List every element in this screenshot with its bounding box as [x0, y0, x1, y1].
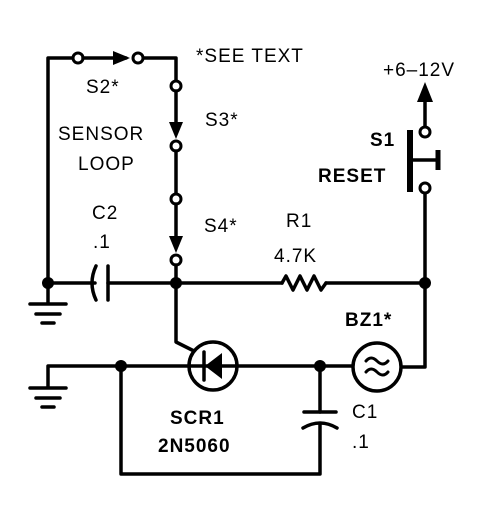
ground-lower — [28, 386, 68, 409]
junction-dots — [42, 277, 431, 372]
wire-gate — [174, 281, 198, 354]
bz1-wave-top-icon — [364, 356, 390, 366]
c2-curved-plate — [90, 264, 98, 302]
junction-c1 — [314, 360, 326, 372]
s4-label: S4* — [204, 216, 238, 237]
bz1-body — [351, 341, 403, 393]
wire-right — [400, 191, 427, 369]
s1-terminal-b — [418, 181, 432, 195]
switch-s2 — [71, 51, 145, 65]
s2-label: S2* — [86, 77, 120, 98]
resistor-r1 — [280, 274, 328, 292]
c2-name-label: C2 — [92, 203, 118, 224]
c2-value-label: .1 — [93, 232, 111, 253]
ground-upper — [28, 302, 68, 325]
s3-label: S3* — [205, 110, 239, 131]
c1-curved-plate — [301, 421, 339, 430]
c1-name-label: C1 — [352, 402, 378, 423]
supply-arrow-icon — [417, 82, 433, 102]
scr1-part-label: 2N5060 — [158, 436, 231, 457]
scr1-name-label: SCR1 — [170, 408, 225, 429]
r1-value-label: 4.7K — [274, 246, 317, 267]
wire-s2-s3 — [137, 56, 178, 84]
s1-label: S1 — [370, 130, 395, 151]
wire-left-loop — [46, 56, 76, 285]
wires — [46, 56, 427, 476]
scr-scr1 — [187, 340, 239, 392]
switch-s3 — [169, 79, 183, 153]
junction-right — [419, 277, 431, 289]
buzzer-bz1 — [351, 341, 403, 393]
r1-zigzag — [280, 274, 328, 292]
wire-c1-return — [119, 364, 322, 476]
s2-terminal-b — [131, 51, 145, 65]
s1-terminal-a — [418, 125, 432, 139]
bz1-label: BZ1* — [345, 310, 392, 331]
bz1-wave-bottom-icon — [364, 367, 390, 377]
supply-label: +6–12V — [383, 60, 455, 81]
capacitor-c1 — [301, 410, 339, 430]
s2-arrow-icon — [113, 51, 130, 65]
labels: *SEE TEXT S2* S3* SENSOR LOOP S4* +6–12V… — [58, 46, 455, 457]
s4-arrow-icon — [169, 236, 183, 253]
loop-label: LOOP — [78, 154, 135, 175]
see-text-label: *SEE TEXT — [196, 46, 304, 67]
junction-gnd — [42, 277, 54, 289]
wire-gnd2 — [46, 364, 123, 389]
s3-arrow-icon — [169, 122, 183, 139]
junction-scr-left — [115, 360, 127, 372]
sensor-label: SENSOR — [58, 124, 144, 145]
scr1-diode-triangle — [205, 353, 222, 379]
c1-value-label: .1 — [352, 432, 370, 453]
reset-label: RESET — [318, 166, 386, 187]
capacitor-c2 — [90, 264, 110, 302]
switch-s4 — [169, 149, 183, 285]
switch-s1-reset — [407, 125, 441, 195]
r1-name-label: R1 — [286, 211, 312, 232]
junction-center — [170, 277, 182, 289]
